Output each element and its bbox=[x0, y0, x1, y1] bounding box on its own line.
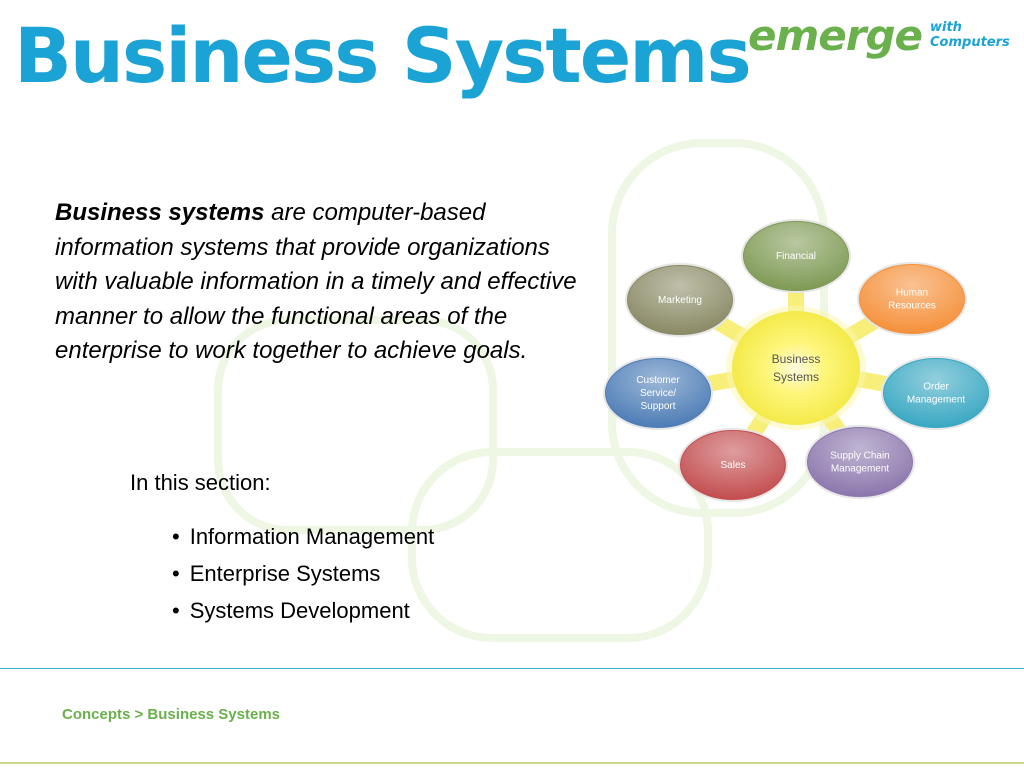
section-topics-list: Information Management Enterprise System… bbox=[172, 518, 435, 629]
center-node bbox=[732, 311, 860, 425]
description-body: are computer-based information systems t… bbox=[55, 199, 577, 364]
page-title: Business Systems bbox=[14, 11, 752, 100]
emerge-logo: emerge with Computers bbox=[748, 12, 1010, 64]
topic-item: Systems Development bbox=[172, 592, 434, 629]
diagram-node: Sales bbox=[678, 428, 788, 502]
business-systems-description: Business systems are computer-based info… bbox=[55, 196, 590, 369]
logo-sub-line2: Computers bbox=[930, 35, 1010, 50]
logo-main-text: emerge bbox=[748, 11, 923, 60]
topic-item: Enterprise Systems bbox=[172, 555, 434, 592]
description-term: Business systems bbox=[55, 199, 265, 226]
node-label: Marketing bbox=[658, 295, 702, 306]
node-label: Financial bbox=[776, 251, 816, 262]
section-label: In this section: bbox=[130, 470, 271, 495]
diagram-node: Marketing bbox=[625, 263, 735, 337]
logo-sub-text: with Computers bbox=[930, 20, 1010, 50]
logo-sub-line1: with bbox=[930, 20, 962, 35]
diagram-node: Financial bbox=[741, 219, 851, 293]
footer-divider bbox=[0, 668, 1024, 669]
topic-item: Information Management bbox=[172, 518, 435, 555]
bottom-divider bbox=[0, 762, 1024, 764]
node-label: Sales bbox=[720, 460, 745, 471]
footer-breadcrumb: Concepts > Business Systems bbox=[62, 706, 281, 723]
